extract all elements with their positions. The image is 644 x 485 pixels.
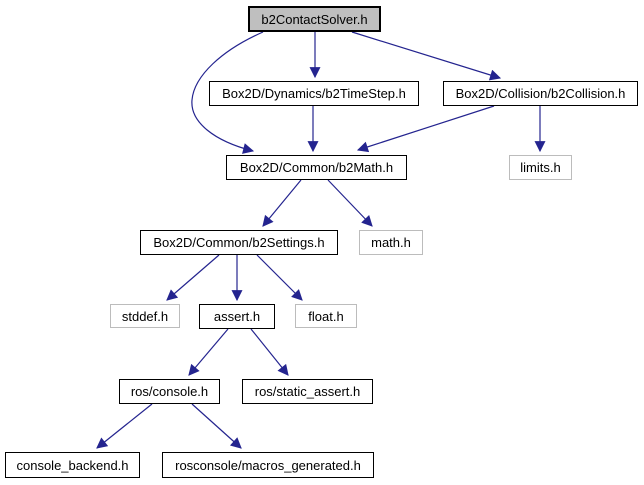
- edge-ros-console-to-macros-generated: [191, 403, 242, 449]
- node-limits-h: limits.h: [509, 155, 572, 180]
- edge-b2settings-to-float: [256, 254, 303, 301]
- edge-assert-to-ros-console: [188, 328, 229, 376]
- edge-b2math-to-math: [327, 179, 373, 227]
- node-ros-console-h[interactable]: ros/console.h: [119, 379, 220, 404]
- edge-b2contactsolver-to-b2math: [191, 31, 264, 154]
- node-console-backend-h[interactable]: console_backend.h: [5, 452, 140, 478]
- node-b2settings-h[interactable]: Box2D/Common/b2Settings.h: [140, 230, 338, 255]
- node-macros-generated-h[interactable]: rosconsole/macros_generated.h: [162, 452, 374, 478]
- node-b2contactsolver-h: b2ContactSolver.h: [248, 6, 381, 32]
- edge-b2contactsolver-to-b2collision: [351, 31, 502, 81]
- edge-b2settings-to-stddef: [166, 254, 220, 301]
- edge-b2math-to-b2settings: [262, 179, 302, 227]
- edge-b2collision-to-b2math: [356, 105, 495, 153]
- node-assert-h[interactable]: assert.h: [199, 304, 275, 329]
- node-b2math-h[interactable]: Box2D/Common/b2Math.h: [226, 155, 407, 180]
- node-float-h: float.h: [295, 304, 357, 328]
- node-b2timestep-h[interactable]: Box2D/Dynamics/b2TimeStep.h: [209, 81, 419, 106]
- node-ros-static-assert-h[interactable]: ros/static_assert.h: [242, 379, 373, 404]
- edge-assert-to-ros-static-assert: [250, 328, 289, 376]
- node-stddef-h: stddef.h: [110, 304, 180, 328]
- node-math-h: math.h: [359, 230, 423, 255]
- node-b2collision-h[interactable]: Box2D/Collision/b2Collision.h: [443, 81, 638, 106]
- edge-ros-console-to-console-backend: [96, 403, 153, 449]
